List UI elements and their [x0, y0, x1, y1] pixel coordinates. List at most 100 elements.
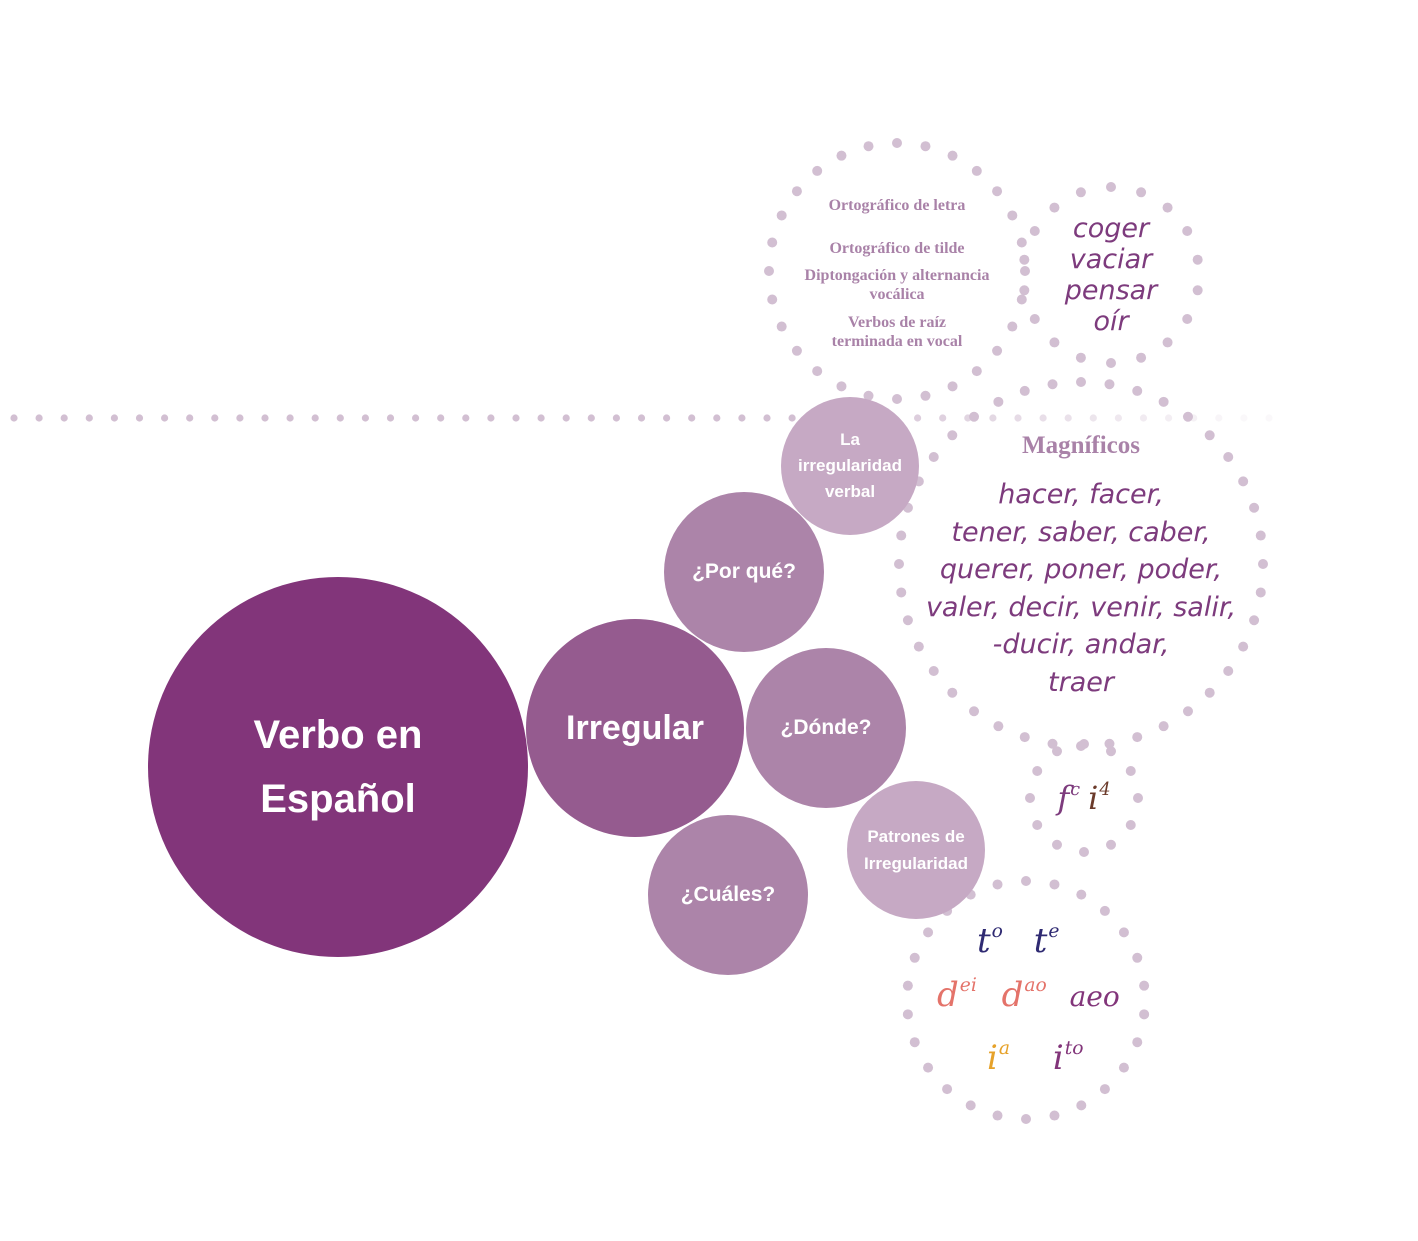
decor-dot: [1249, 502, 1260, 513]
decor-dot: [10, 414, 18, 422]
decor-dot: [992, 186, 1003, 197]
decor-dot: [971, 165, 982, 176]
decor-dot: [767, 294, 778, 305]
decor-dot: [85, 414, 93, 422]
example-item: pensar: [1064, 275, 1158, 306]
decor-dot: [1025, 793, 1035, 803]
decor-dot: [969, 411, 980, 422]
donde-label: ¿Dónde?: [780, 716, 872, 739]
decor-dot: [1132, 1037, 1143, 1048]
decor-dot: [836, 150, 847, 161]
decor-dot: [361, 414, 369, 422]
decor-dot: [1021, 1114, 1031, 1124]
decor-dot: [1240, 414, 1248, 422]
decor-dot: [1007, 321, 1018, 332]
decor-dot: [161, 414, 169, 422]
decor-dot: [920, 141, 931, 152]
decor-dot: [920, 390, 931, 401]
decor-dot: [1079, 847, 1089, 857]
decor-dot: [791, 186, 802, 197]
decor-dot: [211, 414, 219, 422]
decor-dot: [1016, 294, 1027, 305]
decor-dot: [1032, 766, 1043, 776]
decor-dot: [776, 210, 787, 221]
small-symbols-circle: fc i4: [1032, 746, 1136, 850]
decor-dot: [1255, 587, 1266, 598]
decor-dot: [1079, 739, 1089, 749]
decor-dot: [896, 587, 907, 598]
decor-dot: [923, 1062, 934, 1073]
decor-dot: [923, 927, 934, 938]
pattern-row-1: to te: [977, 921, 1059, 961]
main-node: Verbo en Español: [148, 577, 528, 957]
decor-dot: [902, 980, 913, 991]
pattern-ito: ito: [1053, 1038, 1084, 1078]
patterns-circle: to te dei dao aeo ia ito: [909, 883, 1143, 1117]
pattern-sup: ao: [1024, 975, 1047, 997]
decor-dot: [1106, 182, 1116, 192]
magnificos-line: tener, saber, caber,: [951, 516, 1211, 548]
decor-dot: [1139, 1009, 1150, 1020]
decor-dot: [896, 530, 907, 541]
pattern-row-3: ia ito: [987, 1038, 1083, 1078]
decor-dot: [286, 414, 294, 422]
main-node-label: Verbo en Español: [253, 713, 423, 821]
decor-dot: [60, 414, 68, 422]
pattern-base: i: [1052, 1038, 1064, 1078]
pattern-sup: to: [1064, 1038, 1084, 1060]
por-que-node: ¿Por qué?: [664, 492, 824, 652]
decor-dot: [688, 414, 696, 422]
decor-dot: [261, 414, 269, 422]
decor-dot: [663, 414, 671, 422]
cuales-node: ¿Cuáles?: [648, 815, 808, 975]
decor-dot: [1133, 793, 1143, 803]
decor-dot: [863, 141, 874, 152]
decor-dot: [1223, 452, 1234, 463]
decor-dot: [1032, 820, 1043, 830]
decor-dot: [637, 414, 646, 422]
decor-dot: [947, 687, 958, 698]
pattern-row-2: dei dao aeo: [937, 975, 1120, 1015]
cuales-label: ¿Cuáles?: [680, 883, 776, 906]
decor-dot: [1049, 879, 1060, 890]
decor-dot: [993, 396, 1004, 407]
examples-list: coger vaciar pensar oír: [1024, 188, 1198, 362]
decor-dot: [487, 414, 495, 422]
example-item: oír: [1093, 306, 1129, 337]
example-item: vaciar: [1069, 244, 1153, 275]
decor-dot: [1075, 187, 1086, 198]
decor-dot: [909, 1037, 920, 1048]
la-irregularidad-node: La irregularidad verbal: [781, 397, 919, 535]
decor-dot: [1039, 414, 1047, 422]
decor-dot: [969, 706, 980, 717]
ortografico-list: Ortográfico de letra Ortográfico de tild…: [774, 148, 1020, 394]
decor-dot: [1106, 839, 1116, 850]
decor-dot: [1238, 641, 1249, 652]
decor-dot: [1182, 411, 1193, 422]
decor-dot: [914, 414, 922, 422]
decor-dot: [992, 1110, 1003, 1121]
decor-dot: [336, 414, 344, 422]
decor-dot: [1064, 414, 1072, 422]
decor-dot: [1162, 337, 1173, 348]
decor-dot: [947, 381, 958, 392]
decor-dot: [386, 414, 395, 422]
decor-dot: [1019, 254, 1030, 265]
pattern-to: to: [977, 921, 1003, 961]
pattern-base: d: [1001, 975, 1024, 1015]
pattern-sup: o: [991, 921, 1003, 943]
magnificos-verbs: hacer, facer, tener, saber, caber, quere…: [901, 476, 1261, 701]
decor-dot: [1029, 314, 1040, 324]
decor-dot: [1165, 414, 1173, 422]
decor-dot: [738, 414, 746, 422]
decor-dot: [1076, 1100, 1087, 1111]
decor-dot: [989, 414, 997, 422]
ortografico-item: Diptongación y alternancia vocálica: [804, 267, 990, 303]
decor-dot: [1118, 927, 1129, 938]
decor-dot: [512, 414, 520, 422]
decor-dot: [1158, 396, 1169, 407]
decor-dot: [1089, 414, 1097, 422]
decor-dot: [1019, 285, 1030, 296]
